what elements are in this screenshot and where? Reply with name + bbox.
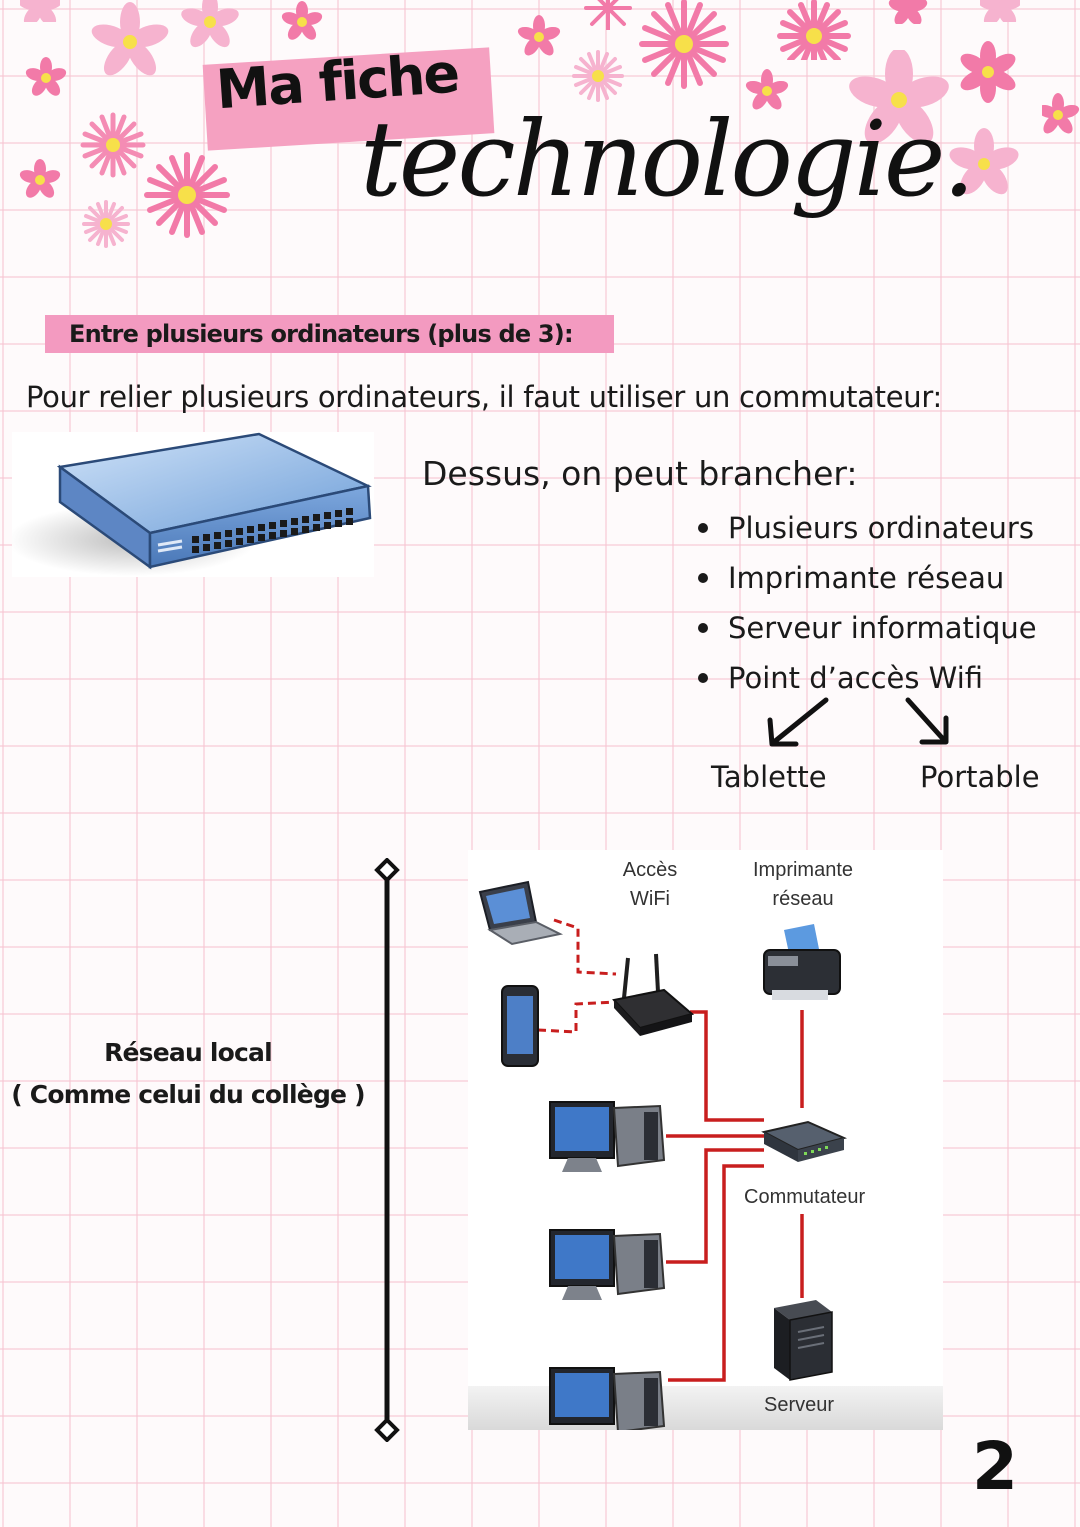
flower-decoration-2 xyxy=(181,0,239,48)
bullet-icon xyxy=(698,673,708,683)
server-icon xyxy=(774,1300,833,1381)
flower-decoration-20 xyxy=(980,0,1020,22)
wifi-device-tablet: Tablette xyxy=(711,760,827,794)
desktop-computer-icon xyxy=(549,1367,666,1430)
flower-decoration-9 xyxy=(517,15,561,56)
connect-list: Plusieurs ordinateurs Imprimante réseau … xyxy=(696,508,1037,708)
switch-icon xyxy=(761,1120,848,1162)
wifi-access-label: Accès WiFi xyxy=(622,859,678,910)
local-network-label: Réseau local xyxy=(104,1038,273,1067)
desktop-computer-icon xyxy=(549,1229,666,1300)
flower-decoration-3 xyxy=(281,1,323,40)
local-network-bracket xyxy=(374,858,400,1442)
flower-decoration-14 xyxy=(777,0,851,60)
switch-label: Commutateur xyxy=(744,1186,866,1208)
flower-decoration-16 xyxy=(849,50,949,144)
list-item: Point d’accès Wifi xyxy=(696,658,1037,708)
flower-decoration-21 xyxy=(20,0,60,22)
list-item: Imprimante réseau xyxy=(696,558,1037,608)
network-switch-illustration xyxy=(7,432,374,577)
bullet-icon xyxy=(698,623,708,633)
desktop-computer-icon xyxy=(549,1101,666,1172)
flower-decoration-13 xyxy=(745,69,789,110)
flower-decoration-6 xyxy=(144,152,230,238)
server-label: Serveur xyxy=(764,1394,835,1416)
arrow-down-left-icon xyxy=(767,697,829,747)
flower-decoration-1 xyxy=(91,2,169,76)
list-item: Plusieurs ordinateurs xyxy=(696,508,1037,558)
flower-decoration-12 xyxy=(639,0,729,89)
arrow-down-right-icon xyxy=(905,697,949,745)
section-heading: Entre plusieurs ordinateurs (plus de 3): xyxy=(45,315,614,353)
network-printer-label: Imprimante réseau xyxy=(752,859,854,910)
page-title-line2: technologie. xyxy=(360,98,975,220)
network-diagram-drawing xyxy=(478,880,848,1430)
flower-decoration-10 xyxy=(572,50,624,102)
page-number: 2 xyxy=(972,1428,1018,1505)
flower-decoration-18 xyxy=(949,128,1019,195)
flower-decoration-7 xyxy=(19,159,61,198)
bullet-icon xyxy=(698,523,708,533)
flower-decoration-19 xyxy=(1042,93,1080,134)
wifi-device-laptop: Portable xyxy=(920,760,1040,794)
bullet-icon xyxy=(698,573,708,583)
flower-decoration-17 xyxy=(960,41,1016,103)
wifi-router-icon xyxy=(612,953,695,1036)
printer-icon xyxy=(763,924,841,1000)
flower-decoration-15 xyxy=(888,0,928,24)
network-diagram xyxy=(468,850,943,1430)
flower-decoration-5 xyxy=(80,112,146,178)
local-network-example: ( Comme celui du collège ) xyxy=(11,1080,365,1109)
flower-decoration-8 xyxy=(82,200,130,248)
smartphone-icon xyxy=(501,985,539,1067)
laptop-icon xyxy=(478,880,564,946)
diagram-floor xyxy=(468,1386,943,1430)
flower-decoration-11 xyxy=(584,0,632,30)
intro-text: Pour relier plusieurs ordinateurs, il fa… xyxy=(26,380,942,414)
flower-decoration-4 xyxy=(25,57,67,96)
connect-title: Dessus, on peut brancher: xyxy=(422,454,858,493)
list-item: Serveur informatique xyxy=(696,608,1037,658)
network-switch-icon xyxy=(7,432,372,576)
